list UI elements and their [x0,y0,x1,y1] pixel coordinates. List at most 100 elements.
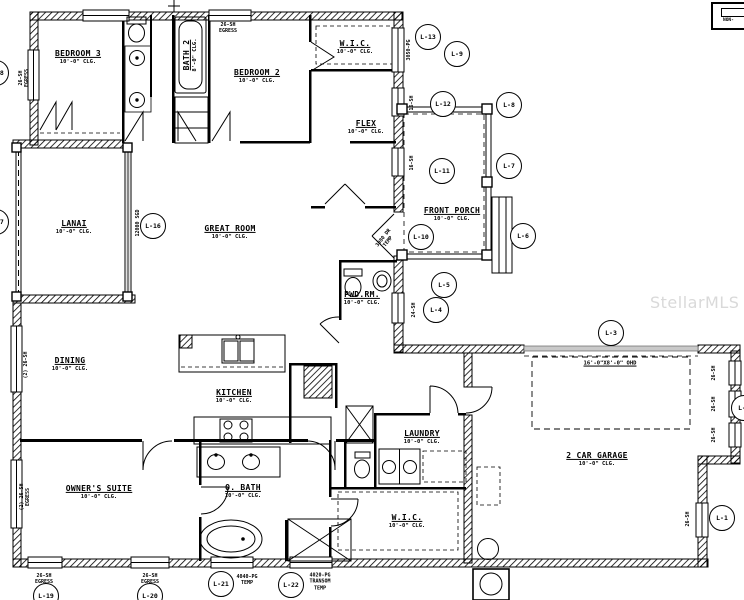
window-label: 26-SH [710,365,717,381]
marker-l-10: L-10 [408,224,434,250]
room-ceiling: 10'-0" CLG. [51,365,89,372]
tub-icon [174,16,207,94]
marker-label: L-13 [420,33,436,41]
cabinet [345,405,374,444]
room-name: OWNER'S SUITE [65,483,133,493]
kitchen-island [178,334,286,373]
marker-l-4: L-4 [423,297,449,323]
room-ceiling: 10'-0" CLG. [388,522,426,529]
room-name: DINING [54,355,86,365]
marker-label: L-10 [413,233,429,241]
room-name: FRONT PORCH [423,205,481,215]
marker-label: L-2 [738,404,744,412]
marker-label: L-19 [38,592,54,600]
room-name: W.I.C. [391,512,423,522]
marker-label: L-8 [503,101,515,109]
window-label: 26-SH EGRESS [34,572,54,585]
window-label: 4040-PG TEMP [236,573,258,586]
marker-l-19: L-19 [33,583,59,600]
marker-l-16: L-16 [140,213,166,239]
window-label: 16-SH [408,155,415,171]
shower-icon [287,518,352,562]
room-ceiling: 10'-0" CLG. [211,233,249,240]
marker-label: L-12 [435,100,451,108]
room-name: BEDROOM 2 [233,67,281,77]
room-name: 2 CAR GARAGE [566,450,628,460]
garage-door [523,345,699,357]
vanity [196,446,281,478]
kitchen-counter [193,416,332,445]
marker-l-22: L-22 [278,572,304,598]
room-name: O. BATH [225,482,261,492]
marker-l-12: L-12 [430,91,456,117]
marker-label: L-3 [605,329,617,337]
fixtures [39,0,691,600]
interior-walls [20,15,466,561]
room-ceiling: 10'-0" CLG. [347,128,385,135]
room-name: LANAI [61,218,87,228]
room-ceiling: 10'-0" CLG. [578,460,616,467]
marker-l-8: L-8 [496,92,522,118]
marker-label: L-17 [0,218,4,226]
marker-l-5: L-5 [431,272,457,298]
room-name: W.I.C. [339,38,371,48]
room-label-pwd-rm: PWD.RM.10'-0" CLG. [344,290,380,306]
window-label: 26-SH EGRESS [17,68,30,88]
room-ceiling: 10'-0" CLG. [238,77,276,84]
marker-label: L-21 [213,580,229,588]
room-name: LAUNDRY [404,428,440,438]
room-ceiling: 10'-0" CLG. [433,215,471,222]
room-ceiling: 10'-0" CLG. [403,438,441,445]
room-ceiling: 10'-0" CLG. [343,299,381,306]
window-label: 26-SH [684,511,691,527]
marker-l-7: L-7 [496,153,522,179]
room-ceiling: 10'-0" CLG. [80,493,118,500]
marker-label: L-9 [451,50,463,58]
room-ceiling: 8'-0" CLG. [191,38,198,72]
room-name: KITCHEN [216,387,252,397]
wall-type-swatch [721,8,744,17]
sink-icon [372,270,392,292]
room-name: BEDROOM 3 [54,48,102,58]
marker-l-9: L-9 [444,41,470,67]
room-ceiling: 10'-0" CLG. [59,58,97,65]
window-label: 26-SH [710,427,717,443]
marker-label: L-5 [438,281,450,289]
marker-label: L-16 [145,222,161,230]
marker-label: L-22 [283,581,299,589]
room-ceiling: 10'-0" CLG. [215,397,253,404]
wall-legend-label: NON- [723,18,734,23]
marker-l-1: L-1 [709,505,735,531]
cross-mark [168,0,180,12]
entry-door-icon [371,213,395,259]
window-label: 26-SH EGRESS [218,21,238,34]
marker-l-6: L-6 [510,223,536,249]
window-label: (2) 26-SH EGRESS [18,483,31,511]
double-door-icon [124,110,197,142]
room-ceiling: 10'-0" CLG. [336,48,374,55]
window-label: 24-SH [410,302,417,318]
marker-label: L-7 [503,162,515,170]
range-icon [219,418,253,443]
watermark: StellarMLS [650,293,740,312]
marker-l-11: L-11 [429,158,455,184]
marker-l-13: L-13 [415,24,441,50]
room-name: FLEX [355,118,377,128]
window-label: 26-SH EGRESS [140,572,160,585]
linen-closet [174,96,209,144]
window-label: 4020-PG TRANSOM TEMP [309,572,331,592]
wall-legend: NON- [711,2,744,30]
toilet-icon [343,268,363,277]
room-name: BATH 2 [181,39,191,71]
